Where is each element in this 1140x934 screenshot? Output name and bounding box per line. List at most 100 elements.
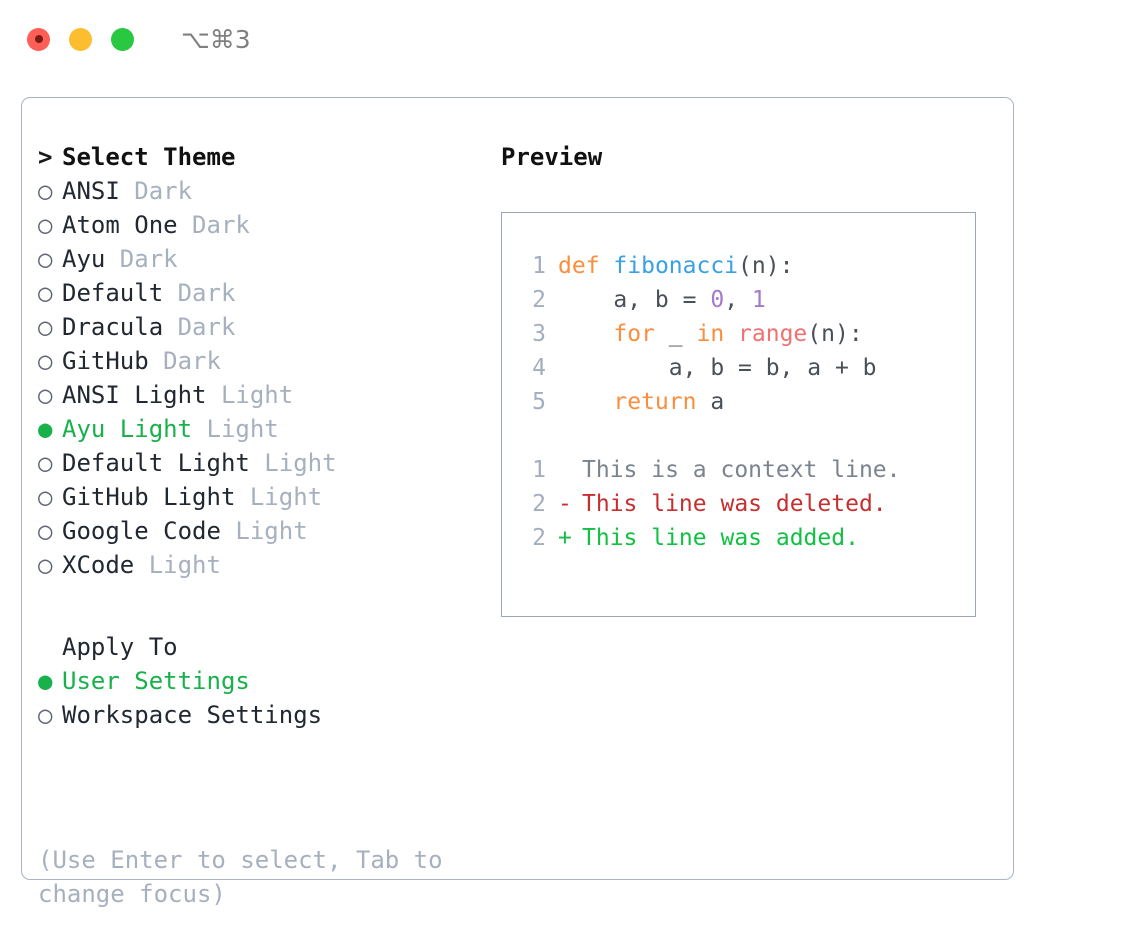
theme-list-item[interactable]: ○Atom One Dark bbox=[38, 208, 478, 242]
code-token: a bbox=[696, 389, 725, 415]
code-token bbox=[724, 321, 738, 347]
code-line-number: 3 bbox=[532, 321, 546, 347]
diff-line-content: +This line was added. bbox=[558, 521, 859, 555]
theme-name-label: Default bbox=[62, 279, 178, 307]
theme-selector-column: > Select Theme ○ANSI Dark○Atom One Dark○… bbox=[38, 140, 478, 732]
preview-title: Preview bbox=[501, 143, 603, 171]
code-token bbox=[558, 321, 613, 347]
theme-name-label: ANSI Light bbox=[62, 381, 221, 409]
theme-list-item[interactable]: ○Google Code Light bbox=[38, 514, 478, 548]
code-token: (n): bbox=[807, 321, 863, 347]
code-token: range bbox=[738, 321, 808, 347]
radio-unselected-icon[interactable]: ○ bbox=[38, 551, 53, 579]
code-diff-spacer bbox=[518, 419, 975, 453]
close-window-button[interactable] bbox=[27, 27, 50, 51]
radio-unselected-icon[interactable]: ○ bbox=[38, 347, 53, 375]
radio-unselected-icon[interactable]: ○ bbox=[38, 177, 53, 205]
radio-selected-icon[interactable]: ● bbox=[38, 667, 53, 695]
theme-name-label: Default Light bbox=[62, 449, 265, 477]
diff-line-content: -This line was deleted. bbox=[558, 487, 887, 521]
theme-list-item[interactable]: ○ Dracula Dark bbox=[38, 310, 478, 344]
code-token: a, b = bbox=[558, 287, 711, 313]
keyboard-hint-text: (Use Enter to select, Tab to change focu… bbox=[38, 846, 443, 908]
theme-list-item[interactable]: ○ANSI Dark bbox=[38, 174, 478, 208]
code-line-number: 2 bbox=[532, 287, 546, 313]
diff-line-number: 2 bbox=[532, 525, 546, 551]
radio-unselected-icon[interactable]: ○ bbox=[38, 483, 53, 511]
theme-variant-label: Light bbox=[264, 449, 337, 477]
code-line-number: 1 bbox=[532, 253, 546, 279]
code-line: 2 a, b = 0, 1 bbox=[518, 283, 975, 317]
diff-sign bbox=[558, 453, 582, 487]
theme-name-label: Dracula bbox=[62, 313, 178, 341]
theme-name-label: Google Code bbox=[62, 517, 236, 545]
theme-variant-label: Dark bbox=[177, 279, 236, 307]
theme-variant-label: Light bbox=[220, 381, 294, 409]
theme-list-item[interactable]: ○Ayu Dark bbox=[38, 242, 478, 276]
theme-list-item[interactable]: ○ ANSI Light Light bbox=[38, 378, 478, 412]
theme-variant-label: Light bbox=[249, 483, 323, 511]
theme-name-label: Atom One bbox=[62, 211, 193, 239]
apply-to-option[interactable]: ● User Settings bbox=[38, 664, 478, 698]
theme-name-label: GitHub bbox=[62, 347, 164, 375]
code-line: 3 for _ in range(n): bbox=[518, 317, 975, 351]
keyboard-shortcut-label: ⌥⌘3 bbox=[181, 24, 251, 54]
diff-line-number: 1 bbox=[532, 457, 546, 483]
theme-list-item[interactable]: ○GitHub Light Light bbox=[38, 480, 478, 514]
radio-unselected-icon[interactable]: ○ bbox=[38, 245, 53, 273]
code-line-content: for _ in range(n): bbox=[558, 317, 863, 351]
code-token: return bbox=[613, 389, 697, 415]
theme-list-item[interactable]: ●Ayu Light Light bbox=[38, 412, 478, 446]
diff-text: This line was deleted. bbox=[582, 491, 887, 517]
apply-to-option-label: User Settings bbox=[62, 667, 250, 695]
code-token bbox=[600, 253, 614, 279]
minimize-window-button[interactable] bbox=[69, 27, 92, 51]
code-token: def bbox=[558, 253, 600, 279]
code-line-content: return a bbox=[558, 385, 724, 419]
radio-unselected-icon[interactable]: ○ bbox=[38, 701, 53, 729]
window-titlebar: ⌥⌘3 bbox=[0, 0, 1140, 78]
radio-unselected-icon[interactable]: ○ bbox=[38, 279, 53, 307]
diff-line-number: 2 bbox=[532, 491, 546, 517]
diff-sign: + bbox=[558, 525, 572, 551]
radio-unselected-icon[interactable]: ○ bbox=[38, 517, 53, 545]
code-token: 0 bbox=[710, 287, 725, 313]
apply-to-option[interactable]: ○ Workspace Settings bbox=[38, 698, 478, 732]
radio-unselected-icon[interactable]: ○ bbox=[38, 449, 53, 477]
diff-line: 2 -This line was deleted. bbox=[518, 487, 975, 521]
radio-unselected-icon[interactable]: ○ bbox=[38, 313, 53, 341]
code-token: a, b = b, a + b bbox=[558, 355, 877, 381]
select-theme-heading: > Select Theme bbox=[38, 140, 478, 174]
theme-variant-label: Dark bbox=[134, 177, 193, 205]
theme-list: ○ANSI Dark○Atom One Dark○Ayu Dark○Defaul… bbox=[38, 174, 478, 582]
theme-list-item[interactable]: ○GitHub Dark bbox=[38, 344, 478, 378]
caret-icon: > bbox=[38, 143, 53, 171]
theme-variant-label: Dark bbox=[177, 313, 236, 341]
code-line-number: 4 bbox=[532, 355, 546, 381]
code-line: 5 return a bbox=[518, 385, 975, 419]
traffic-light-controls bbox=[27, 27, 134, 51]
maximize-window-button[interactable] bbox=[111, 27, 134, 51]
theme-list-item[interactable]: ○ Default Light Light bbox=[38, 446, 478, 480]
theme-list-item[interactable]: ○ Default Dark bbox=[38, 276, 478, 310]
code-line-content: a, b = b, a + b bbox=[558, 351, 877, 385]
apply-to-heading: Apply To bbox=[38, 630, 478, 664]
code-token: 1 bbox=[751, 287, 766, 313]
radio-unselected-icon[interactable]: ○ bbox=[38, 381, 53, 409]
apply-to-option-label: Workspace Settings bbox=[62, 701, 323, 729]
diff-line: 1 This is a context line. bbox=[518, 453, 975, 487]
code-token: in bbox=[696, 321, 725, 347]
code-token: for bbox=[613, 321, 655, 347]
radio-unselected-icon[interactable]: ○ bbox=[38, 211, 53, 239]
theme-variant-label: Light bbox=[206, 415, 279, 443]
radio-selected-icon[interactable]: ● bbox=[38, 415, 53, 443]
diff-line: 2 +This line was added. bbox=[518, 521, 975, 555]
spacer bbox=[38, 582, 478, 630]
diff-line-content: This is a context line. bbox=[558, 453, 901, 487]
theme-list-item[interactable]: ○XCode Light bbox=[38, 548, 478, 582]
code-token: fibonacci bbox=[613, 253, 739, 279]
